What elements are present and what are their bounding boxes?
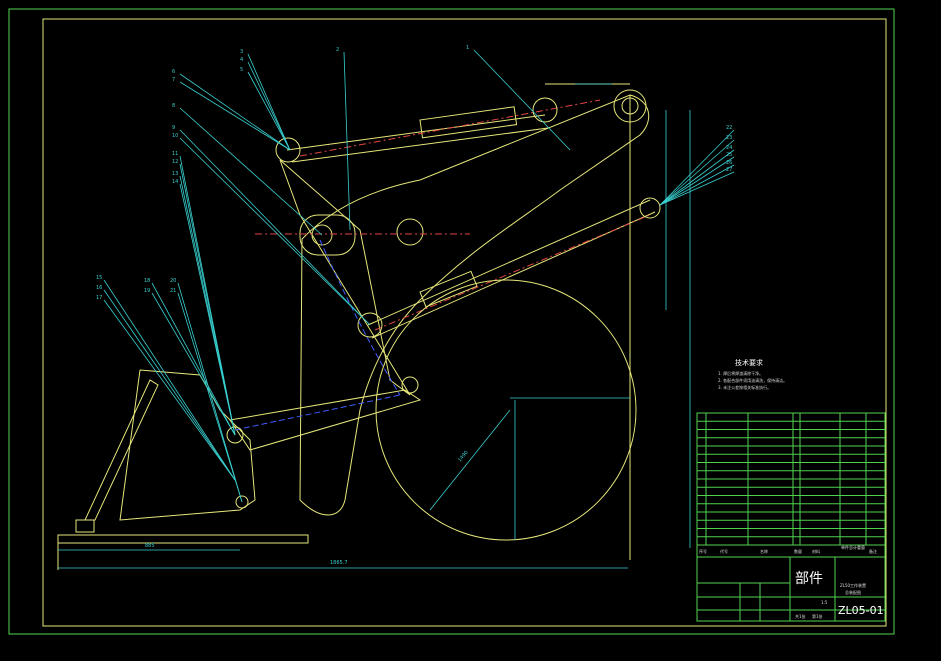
title-block — [696, 556, 886, 622]
leader-line — [151, 282, 236, 436]
bucket-link — [229, 389, 422, 451]
callout-label: 13 — [172, 171, 178, 177]
title-block-desc-1: ZL50工作装置 — [840, 582, 866, 588]
tech-note-1: 1. 焊后将焊渣清除干净。 — [718, 370, 763, 376]
scale-value: 1:5 — [821, 600, 828, 605]
leader-line — [659, 139, 735, 206]
header-remark: 备注 — [869, 548, 877, 554]
callout-label: 6 — [172, 69, 175, 75]
header-weight: 单件总计重量 — [841, 544, 865, 550]
dim-overall-length: 1865.7 — [330, 560, 348, 566]
callout-label: 24 — [726, 145, 732, 151]
title-block-desc-2: 总装配图 — [845, 589, 861, 595]
tech-note-3: 3. 未注公差按相关标准执行。 — [718, 384, 771, 390]
callout-label: 18 — [144, 278, 150, 284]
leader-line — [179, 81, 291, 151]
header-code: 代号 — [720, 548, 728, 554]
leader-line — [179, 163, 236, 436]
leader-line — [247, 71, 291, 151]
callout-label: 17 — [96, 295, 102, 301]
outer-border — [8, 8, 895, 635]
leader-lines — [103, 49, 735, 503]
title-block-name: 部件 — [795, 571, 823, 587]
leader-line — [473, 49, 571, 151]
callout-label: 9 — [172, 125, 175, 131]
header-material: 材料 — [812, 548, 820, 554]
leader-line — [177, 292, 243, 503]
linkage-structure — [57, 83, 661, 570]
leader-line — [343, 51, 351, 231]
lower-cylinder — [357, 197, 661, 339]
bucket — [119, 369, 256, 521]
callout-label: 25 — [726, 152, 732, 158]
leader-line — [103, 299, 236, 481]
callout-label: 4 — [240, 57, 243, 63]
leader-line — [103, 279, 236, 481]
callout-label: 21 — [170, 288, 176, 294]
upper-cylinder — [275, 97, 601, 163]
callout-label: 14 — [172, 179, 178, 185]
callout-label: 7 — [172, 77, 175, 83]
base-plate — [57, 534, 309, 544]
dim-base-offset: 885 — [145, 543, 155, 549]
header-seq: 序号 — [699, 548, 707, 554]
leader-line — [247, 53, 291, 151]
callout-label: 27 — [726, 167, 732, 173]
parts-list-rows — [697, 412, 885, 538]
leader-line — [659, 171, 735, 206]
leader-line — [179, 107, 323, 236]
callout-label: 26 — [726, 160, 732, 166]
header-qty: 数量 — [794, 548, 802, 554]
wheel — [375, 279, 637, 541]
callout-label: 19 — [144, 288, 150, 294]
sheet-count: 共1张 — [795, 613, 806, 619]
leader-line — [179, 183, 236, 436]
leader-line — [659, 164, 735, 206]
leader-line — [177, 282, 243, 503]
leader-line — [179, 137, 371, 326]
parts-list-header: 序号 代号 名称 数量 材料 单件总计重量 备注 — [696, 544, 886, 558]
dim-radius: 1490 — [457, 450, 470, 464]
callout-label: 16 — [96, 285, 102, 291]
drawing-number: ZL05-01 — [838, 604, 884, 617]
callout-label: 22 — [726, 125, 732, 131]
callout-label: 1 — [466, 45, 469, 51]
sheet-index: 第1张 — [812, 613, 823, 619]
callout-label: 8 — [172, 103, 175, 109]
leader-line — [103, 289, 236, 481]
callout-label: 11 — [172, 151, 178, 157]
leader-line — [659, 129, 735, 206]
bell-crank — [279, 159, 411, 396]
header-name: 名称 — [760, 548, 768, 554]
boom-arm — [299, 94, 650, 516]
callout-label: 10 — [172, 133, 178, 139]
callout-label: 23 — [726, 135, 732, 141]
leader-line — [659, 156, 735, 206]
tech-requirements-title: 技术要求 — [735, 358, 763, 367]
dimension-lines — [58, 83, 691, 569]
callout-label: 15 — [96, 275, 102, 281]
callout-label: 5 — [240, 67, 243, 73]
callout-label: 2 — [336, 47, 339, 53]
leader-line — [659, 149, 735, 206]
leader-line — [151, 292, 236, 436]
leader-line — [179, 73, 291, 151]
callout-label: 3 — [240, 49, 243, 55]
callout-label: 12 — [172, 159, 178, 165]
leader-line — [247, 61, 291, 151]
callout-labels: 1234567891011121314151617181920212223242… — [96, 45, 732, 301]
tech-note-2: 2. 各配合部件须用油清洗，保持清洁。 — [718, 377, 787, 383]
inner-border — [42, 18, 887, 627]
callout-label: 20 — [170, 278, 176, 284]
leader-line — [179, 129, 371, 326]
